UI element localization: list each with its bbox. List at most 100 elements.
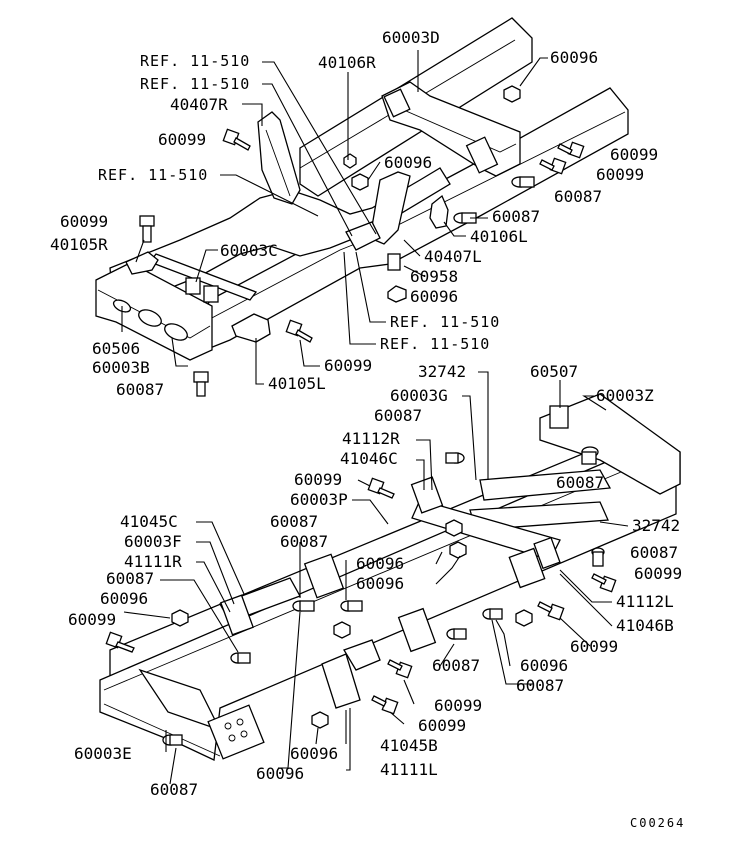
bolt-icon xyxy=(105,631,135,653)
nut-icon xyxy=(351,173,369,191)
part-label: 60003F xyxy=(124,532,182,551)
nut-icon xyxy=(515,609,533,627)
nut-icon xyxy=(503,85,521,103)
pin-icon xyxy=(581,446,599,465)
part-label: 60003P xyxy=(290,490,348,509)
part-label: 60096 xyxy=(520,656,568,675)
part-label: 40407L xyxy=(424,247,482,266)
part-label: 41112L xyxy=(616,592,674,611)
bolt-icon xyxy=(387,659,413,679)
part-label: 60087 xyxy=(116,380,164,399)
nut-icon xyxy=(449,541,467,559)
bracket-40407r xyxy=(257,111,301,205)
part-label: 60096 xyxy=(550,48,598,67)
part-label: 41111R xyxy=(124,552,182,571)
part-label: 40106L xyxy=(470,227,528,246)
nut-icon xyxy=(387,285,407,303)
part-label: 60003D xyxy=(382,28,440,47)
nut-icon xyxy=(311,711,329,729)
part-label: 60087 xyxy=(554,187,602,206)
part-label: 41112R xyxy=(342,429,400,448)
part-label: 41111L xyxy=(380,760,438,779)
part-label: 60099 xyxy=(418,716,466,735)
fasteners xyxy=(105,85,617,746)
part-label: 60099 xyxy=(434,696,482,715)
upper-inner-rail xyxy=(109,167,451,301)
part-label: 60003Z xyxy=(596,386,654,405)
part-label: 60958 xyxy=(410,267,458,286)
part-label: 40105R xyxy=(50,235,108,254)
part-label: 60099 xyxy=(324,356,372,375)
diagram-code: C00264 xyxy=(630,816,685,830)
nut-icon xyxy=(343,153,357,169)
pin-icon xyxy=(230,652,251,664)
part-label: 60087 xyxy=(516,676,564,695)
part-label: REF. 11-510 xyxy=(140,52,250,70)
part-label: 60003B xyxy=(92,358,150,377)
part-label: 40105L xyxy=(268,374,326,393)
part-label: 60096 xyxy=(256,764,304,783)
bolt-icon xyxy=(193,371,209,397)
lower-frame-assembly xyxy=(99,393,681,761)
pin-icon xyxy=(511,176,535,188)
pin-icon xyxy=(340,600,363,612)
bolt-icon xyxy=(222,128,251,151)
nut-icon xyxy=(333,621,351,639)
part-label: 40106R xyxy=(318,53,376,72)
part-label: 60099 xyxy=(294,470,342,489)
mount-40105r xyxy=(125,251,159,275)
leader-lines xyxy=(121,50,629,785)
bolt-icon xyxy=(371,695,399,715)
bracket-41046b xyxy=(508,547,546,589)
bolt-icon xyxy=(537,601,565,621)
upper-frame-assembly xyxy=(95,17,629,361)
pin-icon xyxy=(591,547,605,567)
part-label: 60087 xyxy=(374,406,422,425)
part-label: 60506 xyxy=(92,339,140,358)
part-label: 32742 xyxy=(418,362,466,381)
bracket-41045b xyxy=(321,653,361,709)
part-label: 41045C xyxy=(120,512,178,531)
part-label: 60003G xyxy=(390,386,448,405)
part-label: 60096 xyxy=(410,287,458,306)
part-label: 60087 xyxy=(556,473,604,492)
mount-40105l xyxy=(231,313,271,343)
part-label: 60096 xyxy=(356,554,404,573)
part-label: 60099 xyxy=(158,130,206,149)
bolt-icon xyxy=(285,319,313,343)
pin-icon xyxy=(292,600,315,612)
pin-icon xyxy=(446,628,467,640)
part-label: 32742 xyxy=(632,516,680,535)
cross-member-32742-upper xyxy=(479,469,612,501)
part-label: 60087 xyxy=(150,780,198,799)
plate-60003p xyxy=(303,553,345,599)
bracket-40106l xyxy=(429,194,449,229)
part-label: 60003E xyxy=(74,744,132,763)
part-label: 60099 xyxy=(570,637,618,656)
part-label: 60099 xyxy=(596,165,644,184)
part-label: 60099 xyxy=(634,564,682,583)
part-label: 60096 xyxy=(100,589,148,608)
part-label: 60096 xyxy=(356,574,404,593)
part-label: REF. 11-510 xyxy=(98,166,208,184)
part-label: 41045B xyxy=(380,736,438,755)
part-label: 60087 xyxy=(270,512,318,531)
part-label: 60099 xyxy=(68,610,116,629)
part-label: 60096 xyxy=(290,744,338,763)
part-label: 60087 xyxy=(492,207,540,226)
part-label: 41046C xyxy=(340,449,398,468)
nut-icon xyxy=(171,609,189,627)
part-label: 40407R xyxy=(170,95,228,114)
part-label: 60096 xyxy=(384,153,432,172)
pin-icon xyxy=(445,452,465,464)
bolt-icon xyxy=(591,573,617,593)
part-label: 60003C xyxy=(220,241,278,260)
bracket-60507 xyxy=(549,405,569,429)
part-label: 60087 xyxy=(280,532,328,551)
part-label: 60099 xyxy=(60,212,108,231)
pin-icon xyxy=(482,608,503,620)
part-label: 60507 xyxy=(530,362,578,381)
part-label: 60087 xyxy=(432,656,480,675)
part-label: REF. 11-510 xyxy=(390,313,500,331)
